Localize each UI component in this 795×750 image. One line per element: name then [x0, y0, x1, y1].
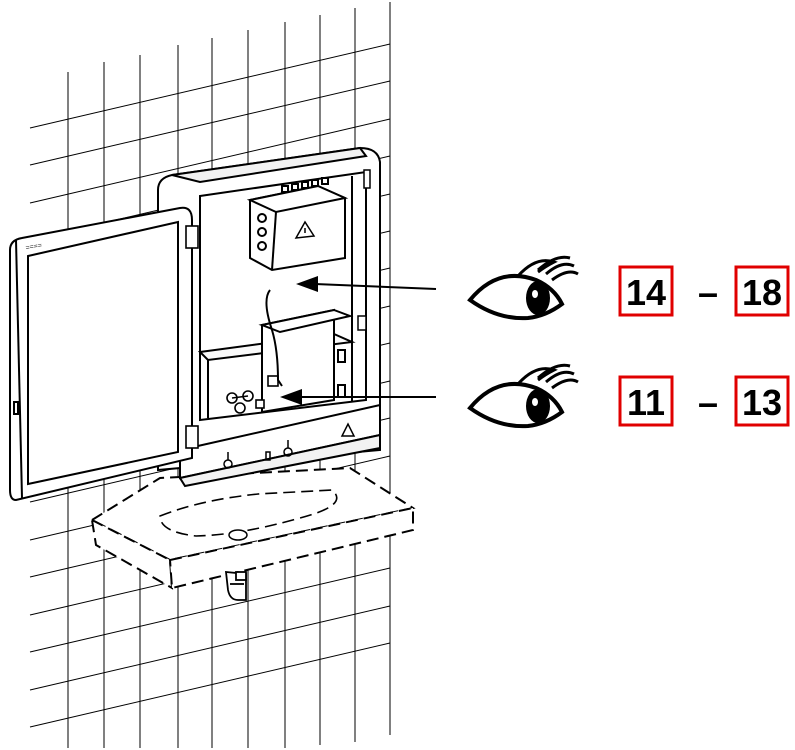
cabinet [157, 146, 381, 488]
siphon [224, 570, 247, 601]
door-hinges [185, 225, 199, 449]
cabinet-latch [357, 169, 371, 331]
reference-separator: – [698, 382, 718, 423]
reference-box-from [618, 375, 674, 427]
arrow-line-upper [314, 283, 437, 290]
reference-number-to: 13 [742, 382, 782, 423]
reference-number-from: 14 [626, 272, 666, 313]
water-valves [226, 375, 279, 414]
reference-box-to [734, 265, 790, 317]
eye-icon [467, 363, 579, 429]
bottom-panel-symbols [223, 422, 356, 469]
reference-box-to [734, 375, 790, 427]
electrical-junction-box [246, 177, 349, 272]
arrow-icon [296, 276, 318, 292]
eye-icon [467, 255, 579, 321]
warning-triangle-icon [294, 220, 316, 239]
arrow-icon [280, 389, 302, 405]
washbasin [89, 466, 416, 590]
cabinet-door: ==== [9, 206, 193, 502]
reference-box-from [618, 265, 674, 317]
arrow-upper [296, 276, 437, 292]
reference-number-to: 18 [742, 272, 782, 313]
svg-text:====: ==== [25, 242, 42, 252]
reference-number-from: 11 [627, 382, 665, 423]
washbasin-drain [228, 529, 248, 541]
cable [265, 289, 283, 387]
reference-range-upper: 14 – 18 [618, 265, 790, 317]
reference-range-lower: 11 – 13 [618, 375, 790, 427]
arrow-lower [280, 389, 436, 405]
reference-separator: – [698, 272, 718, 313]
